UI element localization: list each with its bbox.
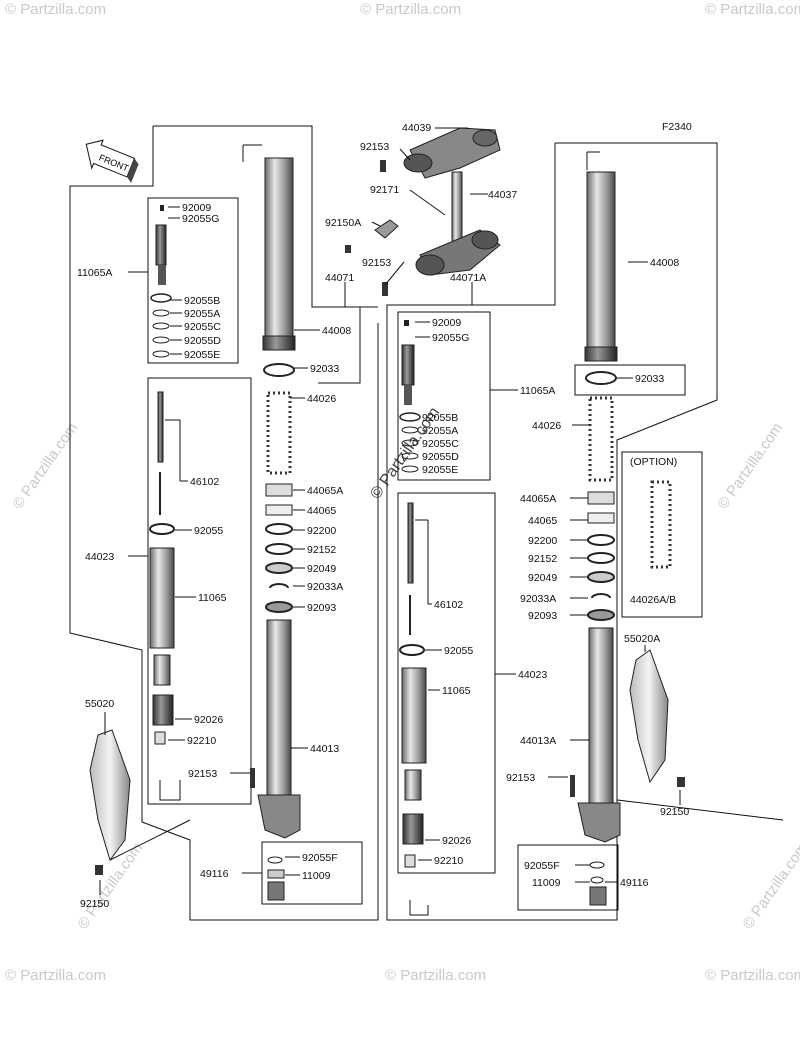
triple-clamp-assembly xyxy=(345,127,501,296)
label-92033a: 92033A xyxy=(307,581,343,593)
label-92200: 92200 xyxy=(528,535,557,547)
inner-tube-left xyxy=(266,619,292,796)
label-92055c: 92055C xyxy=(422,438,459,450)
label-44026: 44026 xyxy=(532,420,561,432)
left-fork-parts xyxy=(89,157,301,901)
watermark: © Partzilla.com xyxy=(385,967,486,984)
label-92055a: 92055A xyxy=(422,425,458,437)
label-11065: 11065 xyxy=(442,685,471,697)
label-92049: 92049 xyxy=(307,563,336,575)
label-92055: 92055 xyxy=(194,525,223,537)
label-49116: 49116 xyxy=(620,877,649,889)
label-44065a: 44065A xyxy=(520,493,556,505)
watermark: © Partzilla.com xyxy=(739,840,800,933)
watermark: © Partzilla.com xyxy=(360,1,461,18)
watermark: © Partzilla.com xyxy=(705,1,800,18)
label-92009: 92009 xyxy=(432,317,461,329)
label-44065: 44065 xyxy=(307,505,336,517)
right-fork-parts xyxy=(399,171,685,906)
label-44023: 44023 xyxy=(518,669,547,681)
label-44026: 44026 xyxy=(307,393,336,405)
label-92153: 92153 xyxy=(362,257,391,269)
label-44023: 44023 xyxy=(85,551,114,563)
label-92150: 92150 xyxy=(660,806,689,818)
label-92033a: 92033A xyxy=(520,593,556,605)
label-49116: 49116 xyxy=(200,868,229,880)
label-46102: 46102 xyxy=(190,476,219,488)
label-44039: 44039 xyxy=(402,122,431,134)
label-92150a: 92150A xyxy=(325,217,361,229)
label-92055g: 92055G xyxy=(432,332,469,344)
watermark: © Partzilla.com xyxy=(5,967,106,984)
label-92055d: 92055D xyxy=(422,451,459,463)
leader-lines xyxy=(99,127,681,895)
outer-tube-left xyxy=(264,157,294,337)
label-92171: 92171 xyxy=(370,184,399,196)
label-11065: 11065 xyxy=(198,592,227,604)
label-44071: 44071 xyxy=(325,272,354,284)
label-92153: 92153 xyxy=(506,772,535,784)
label-92200: 92200 xyxy=(307,525,336,537)
label-11065a: 11065A xyxy=(520,385,555,397)
label-55020: 55020 xyxy=(85,698,114,710)
label-92055e: 92055E xyxy=(422,464,458,476)
figure-code: F2340 xyxy=(662,121,692,133)
label-44013a: 44013A xyxy=(520,735,556,747)
inner-tube-right xyxy=(588,627,614,804)
label-92026: 92026 xyxy=(442,835,471,847)
label-44013: 44013 xyxy=(310,743,339,755)
option-label: (OPTION) xyxy=(630,456,677,468)
label-92152: 92152 xyxy=(307,544,336,556)
label-92210: 92210 xyxy=(187,735,216,747)
label-44065: 44065 xyxy=(528,515,557,527)
label-92055b: 92055B xyxy=(422,412,458,424)
label-92055g: 92055G xyxy=(182,213,219,225)
label-92055d: 92055D xyxy=(184,335,221,347)
boundary-lines xyxy=(69,125,784,921)
label-92153: 92153 xyxy=(188,768,217,780)
label-44008: 44008 xyxy=(650,257,679,269)
label-55020a: 55020A xyxy=(624,633,660,645)
label-92152: 92152 xyxy=(528,553,557,565)
fork-guard-left xyxy=(89,729,131,862)
outer-tube-right xyxy=(586,171,616,348)
label-46102: 46102 xyxy=(434,599,463,611)
label-92210: 92210 xyxy=(434,855,463,867)
label-92055a: 92055A xyxy=(184,308,220,320)
part-labels: 44039 92153 92171 44037 92150A 92153 440… xyxy=(77,122,689,910)
label-92153: 92153 xyxy=(360,141,389,153)
label-92055: 92055 xyxy=(444,645,473,657)
label-92055f: 92055F xyxy=(524,860,560,872)
label-44008: 44008 xyxy=(322,325,351,337)
label-44071a: 44071A xyxy=(450,272,486,284)
watermark: © Partzilla.com xyxy=(705,967,800,984)
label-11009: 11009 xyxy=(532,877,561,889)
label-92093: 92093 xyxy=(307,602,336,614)
label-44026ab: 44026A/B xyxy=(630,594,676,606)
label-92049: 92049 xyxy=(528,572,557,584)
label-92055b: 92055B xyxy=(184,295,220,307)
watermark: © Partzilla.com xyxy=(714,420,786,513)
label-11065a: 11065A xyxy=(77,267,112,279)
label-92055c: 92055C xyxy=(184,321,221,333)
fork-guard-right xyxy=(629,649,669,784)
label-92055f: 92055F xyxy=(302,852,338,864)
label-92055e: 92055E xyxy=(184,349,220,361)
watermark: © Partzilla.com xyxy=(5,1,106,18)
label-92150: 92150 xyxy=(80,898,109,910)
label-92033: 92033 xyxy=(635,373,664,385)
label-92009: 92009 xyxy=(182,202,211,214)
label-44037: 44037 xyxy=(488,189,517,201)
label-11009: 11009 xyxy=(302,870,331,882)
label-92026: 92026 xyxy=(194,714,223,726)
label-44065a: 44065A xyxy=(307,485,343,497)
front-arrow-icon: FRONT xyxy=(85,139,139,183)
label-92093: 92093 xyxy=(528,610,557,622)
label-92033: 92033 xyxy=(310,363,339,375)
